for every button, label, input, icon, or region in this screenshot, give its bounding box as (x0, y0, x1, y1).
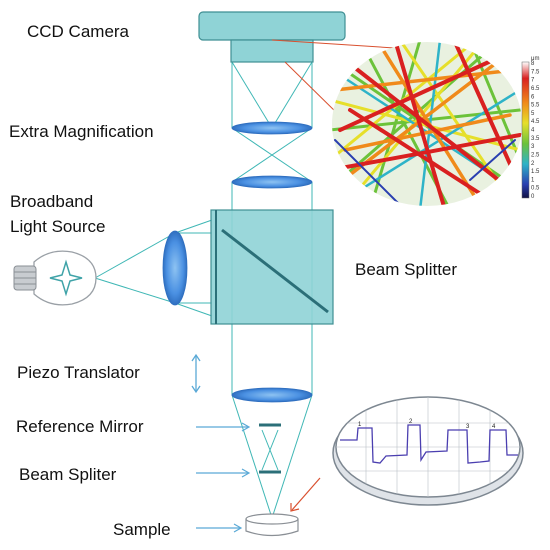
piezo-translator-label: Piezo Translator (17, 363, 140, 382)
colorbar-tick: 2.5 (531, 152, 540, 158)
ccd-camera-label: CCD Camera (27, 22, 130, 41)
beam-splitter-cube (210, 209, 334, 325)
interferogram-peak-labels: 1 2 3 4 (358, 419, 496, 430)
magnification-lens-lower (231, 175, 313, 189)
colorbar-tick-labels: 8 7.5 7 6.5 6 5.5 5 4.5 4 3.5 3 2.5 2 1.5 1 0.5 0 (531, 61, 540, 200)
sample-dish (245, 513, 299, 537)
camera-mount (230, 39, 314, 63)
height-colorbar: μm 8 7.5 7 6.5 6 5.5 5 4.5 4 3.5 3 2.5 2 1.5 1 0.5 0 (521, 56, 540, 200)
colorbar-tick: 7 (531, 78, 535, 84)
colorbar-tick: 8 (531, 61, 535, 67)
interferogram-grid (336, 397, 520, 497)
beam-paths (94, 61, 313, 519)
ccd-camera (198, 11, 346, 63)
colorbar-tick: 5 (531, 111, 535, 117)
colorbar-tick: 3 (531, 144, 535, 150)
colorbar-unit: μm (531, 56, 539, 62)
interferogram-pointer (291, 477, 321, 511)
peak-label: 4 (492, 424, 496, 430)
colorbar-tick: 6.5 (531, 86, 540, 92)
sample-label: Sample (113, 520, 171, 539)
small-beam-splitter (259, 429, 281, 474)
extra-magnification-lenses (231, 121, 313, 189)
objective-lens (231, 387, 313, 403)
camera-body (198, 11, 346, 41)
colorbar-tick: 0.5 (531, 186, 540, 192)
beam-splitter-label: Beam Splitter (355, 260, 457, 279)
broadband-label-line2: Light Source (10, 217, 105, 236)
condenser-lens (162, 230, 188, 306)
sample-arrow-icon (196, 523, 243, 533)
beam-splitter-diagonal (221, 228, 329, 314)
colorbar-tick: 1.5 (531, 169, 540, 175)
light-bulb-icon (13, 250, 97, 306)
interferogram-pointer-head (290, 503, 300, 512)
colorbar-tick: 0 (531, 194, 535, 200)
colorbar-tick: 1 (531, 177, 535, 183)
peak-label: 3 (466, 424, 470, 430)
colorbar-tick: 4.5 (531, 119, 540, 125)
fiber-network (332, 42, 522, 206)
interferogram-inset: 1 2 3 4 (290, 396, 524, 512)
interferogram-signal (340, 424, 518, 464)
colorbar-tick: 6 (531, 94, 535, 100)
broadband-label-line1: Broadband (10, 192, 93, 211)
beam-spliter-label: Beam Spliter (19, 465, 117, 484)
reference-mirror-label: Reference Mirror (16, 417, 144, 436)
colorbar-tick: 4 (531, 128, 535, 134)
peak-label: 2 (409, 419, 413, 425)
reference-mirror-arrow-icon (196, 422, 251, 432)
extra-magnification-label: Extra Magnification (9, 122, 154, 141)
magnification-lens-upper (231, 121, 313, 135)
colorbar-tick: 5.5 (531, 103, 540, 109)
peak-label: 1 (358, 422, 362, 428)
piezo-double-arrow-icon (191, 353, 201, 394)
surface-topography-image (332, 42, 522, 206)
colorbar-tick: 2 (531, 161, 535, 167)
beam-spliter-arrow-icon (196, 468, 251, 478)
colorbar-tick: 7.5 (531, 69, 540, 75)
colorbar-tick: 3.5 (531, 136, 540, 142)
light-source (13, 230, 188, 306)
